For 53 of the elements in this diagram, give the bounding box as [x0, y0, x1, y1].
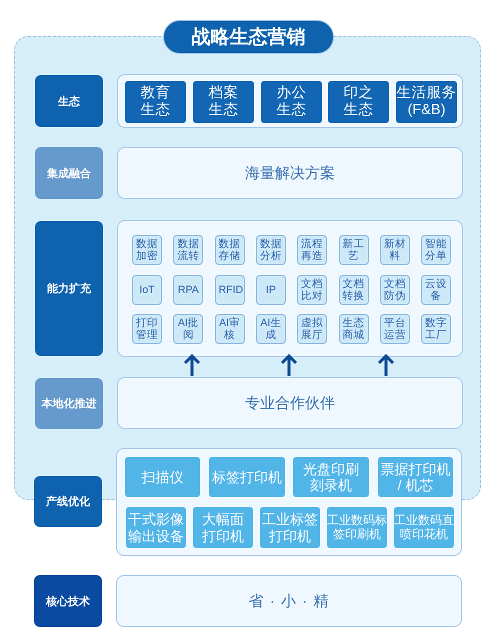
capability-box: 虚拟展厅 — [297, 314, 328, 344]
capability-box: 数据分析 — [256, 235, 286, 265]
product-box: 票据打印机 / 机芯 — [378, 457, 453, 497]
capability-box: RFID — [214, 275, 245, 305]
capability-box: 数据加密 — [132, 235, 162, 265]
chevron-arrow — [184, 354, 200, 378]
group-box — [117, 220, 463, 357]
category-label: 能力扩充 — [35, 221, 103, 356]
ecosystem-box: 办公生态 — [261, 81, 322, 123]
capability-box: 文档转换 — [338, 275, 368, 305]
product-box: 光盘印刷刻录机 — [293, 457, 369, 497]
capability-box: 平台运营 — [380, 314, 410, 344]
category-label: 产线优化 — [34, 476, 102, 527]
product-box: 标签打印机 — [209, 457, 285, 497]
capability-box: 新材料 — [380, 235, 410, 265]
ecosystem-box: 教育生态 — [125, 81, 186, 123]
product-box: 工业数码直喷印花机 — [394, 507, 454, 548]
capability-box: 文档比对 — [297, 275, 328, 305]
capability-box: AI审核 — [214, 314, 245, 344]
product-box: 工业数码标签印刷机 — [327, 507, 387, 548]
capability-box: 文档防伪 — [380, 275, 410, 305]
capability-box: 生态商城 — [338, 314, 368, 344]
ecosystem-box: 生活服务(F&B) — [396, 81, 457, 123]
product-box: 大幅面打印机 — [193, 507, 253, 548]
ecosystem-box: 印之生态 — [328, 81, 389, 123]
chevron-arrow — [280, 354, 298, 378]
category-label: 生态 — [35, 75, 103, 127]
category-label: 本地化推进 — [35, 378, 103, 429]
solution-box: 省 · 小 · 精 — [116, 575, 462, 627]
capability-box: AI批阅 — [173, 314, 204, 344]
product-box: 干式影像输出设备 — [126, 507, 186, 548]
capability-box: IP — [256, 275, 286, 305]
solution-box: 海量解决方案 — [117, 147, 463, 199]
capability-box: 数据流转 — [173, 235, 204, 265]
capability-box: 流程再造 — [297, 235, 328, 265]
capability-box: 数字工厂 — [421, 314, 452, 344]
group-box — [117, 74, 463, 128]
category-label: 核心技术 — [34, 575, 102, 627]
capability-box: 数据存储 — [214, 235, 245, 265]
capability-box: 云设备 — [421, 275, 452, 305]
capability-box: IoT — [132, 275, 162, 305]
capability-box: AI生成 — [256, 314, 286, 344]
product-box: 扫描仪 — [125, 457, 200, 497]
ecosystem-box: 档案生态 — [193, 81, 254, 123]
chevron-arrow — [378, 354, 394, 378]
title-banner: 战略生态营销 — [163, 20, 334, 54]
capability-box: 打印管理 — [132, 314, 162, 344]
capability-box: RPA — [173, 275, 204, 305]
category-label: 集成融合 — [35, 147, 103, 199]
solution-box: 专业合作伙伴 — [117, 377, 463, 429]
product-box: 工业标签打印机 — [260, 507, 320, 548]
capability-box: 智能分单 — [421, 235, 452, 265]
capability-box: 新工艺 — [338, 235, 368, 265]
